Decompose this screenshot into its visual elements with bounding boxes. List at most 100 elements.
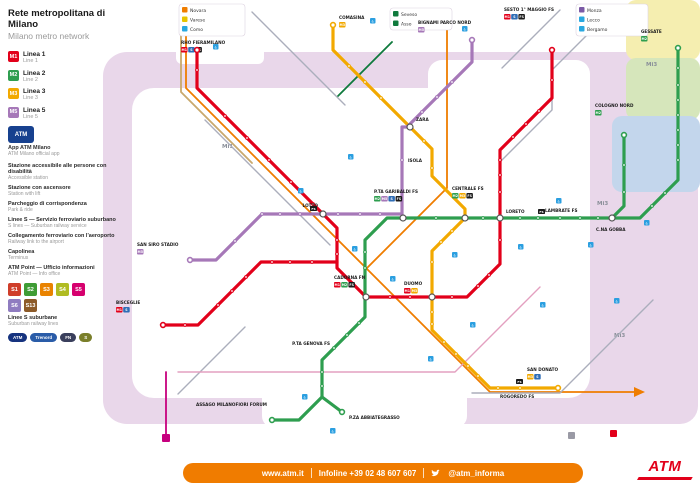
map-label: ♿ [349,155,352,159]
twitter-handle[interactable]: @atm_informa [448,468,505,478]
map-label: Monza [587,8,602,14]
atm-logo: ATM [637,458,693,480]
accessibility-icon [452,252,458,258]
twitter-icon [431,468,441,478]
station-stop [363,266,367,270]
map-label: ♿ [471,323,474,327]
station-stop [676,158,680,162]
station-stop [622,190,626,194]
metro-line-M1-branch [161,260,339,327]
page-subtitle: Milano metro network [8,31,90,41]
atm-logo-text: ATM [648,458,682,475]
direction-chip [182,16,188,22]
metro-line-M2 [320,46,680,399]
map-label: M2 [342,283,347,287]
metro-line-M3 [331,23,560,390]
line-chip-M2: M2 [8,69,19,81]
line-chip-M5: M5 [8,106,19,118]
accessibility-icon [302,394,308,400]
station-stop [260,212,264,216]
station-stop [518,216,522,220]
station-stop [496,386,500,390]
station-chip-M2 [595,110,602,116]
map-label: S [536,375,539,379]
station-cadorna-fn [362,293,370,301]
map-label: SESTO 1° MAGGIO FS [504,7,554,12]
station-chip-M3 [459,193,466,199]
station-chip-FS [348,282,355,288]
zone-area-7 [428,60,590,210]
legend-note-0: Stazione accessibile alle persone con di… [8,163,107,181]
operator-badge-FN: FN [60,333,77,342]
map-label: ♿ [519,245,522,249]
map-label: FS [467,194,472,198]
station-stop [245,136,249,140]
rail-fs-icon [516,379,523,384]
station-stop [363,80,367,84]
station-p-ta-garibaldi-fs [399,214,407,222]
station-stop [537,109,541,113]
station-stop [223,114,227,118]
map-label: M3 [412,289,417,293]
rail-gray-1-line [251,11,346,106]
station-chip-FS [518,14,525,20]
station-stop [336,212,340,216]
legend-note-3: Linee S — Servizio ferroviario suburbano… [8,217,116,229]
direction-arrow [634,387,645,397]
map-label: Como [190,27,203,33]
map-label: ♿ [299,189,302,193]
accessibility-icon [390,276,396,282]
station-stop [233,239,237,243]
station-stop [345,333,349,337]
map-label: M2 [596,111,601,115]
station-stop [511,135,515,139]
station-stop [524,122,528,126]
station-stop [430,260,434,264]
map-label: ♿ [589,243,592,247]
station-stop [267,158,271,162]
terminal-square-3 [568,432,575,439]
operator-badge-Trenord: Trenord [30,333,58,342]
station-sesto-1-maggio-fs [548,46,556,54]
station-stop [439,240,443,244]
station-stop [476,374,480,378]
map-label: P.TA GARIBALDI FS [374,189,418,194]
station-stop [270,260,274,264]
station-stop [244,275,248,279]
map-label: Lecco [587,18,600,24]
map-label: M2 [642,37,647,41]
map-label: COMASINA [339,15,365,20]
map-label: FS [349,283,354,287]
direction-chip [579,7,585,13]
map-label: ♿ [371,19,374,23]
map-label: P.TA GENOVA FS [292,341,330,346]
station-stop [498,238,502,242]
station-stop [487,273,491,277]
station-stop [676,143,680,147]
map-label: C.NA GOBBA [596,227,626,232]
zone-area-9 [262,382,467,428]
website-link[interactable]: www.atm.it [261,468,304,478]
station-stop [430,310,434,314]
atm-app-badge: ATM [8,126,34,143]
station-stop [596,216,600,220]
rail-fs-icon [538,209,545,214]
map-label: CADORNA FN [334,275,366,280]
station-stop [578,216,582,220]
accessibility-icon [540,302,546,308]
station-stop [676,128,680,132]
station-chip-M5 [137,249,144,255]
suburban-caption: Linee S suburbane Suburban railway lines [8,315,128,327]
station-stop [476,284,480,288]
direction-card-0 [178,3,246,37]
s-line-chip-S1: S1 [8,283,21,296]
station-stop [230,289,234,293]
station-stop [216,303,220,307]
map-label: COLOGNO NORD [595,103,634,108]
map-label: Novara [190,8,206,14]
rail-green-line [337,41,393,97]
map-label: Mi1 [222,144,233,150]
page-title: Rete metropolitana di Milano [8,8,106,30]
